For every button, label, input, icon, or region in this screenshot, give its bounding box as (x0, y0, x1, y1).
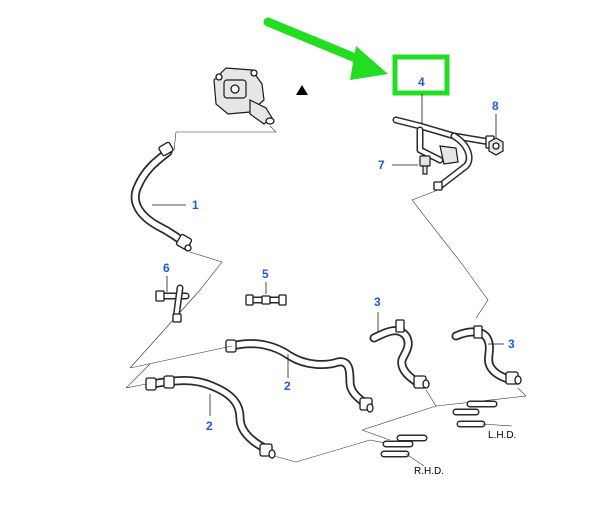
callout-7: 7 (378, 158, 385, 172)
callout-8: 8 (492, 99, 499, 113)
note-triangle-icon (296, 85, 308, 95)
highlight-arrow (263, 17, 388, 80)
hose-3-left (369, 319, 430, 389)
connector-line (361, 429, 391, 441)
connector-line (435, 387, 527, 407)
connector-line (129, 251, 223, 369)
part-7-bolt (419, 155, 431, 175)
part-8-nut (488, 137, 504, 156)
hose-3-right (451, 325, 522, 385)
callout-4: 4 (418, 75, 425, 89)
connector-line (173, 125, 277, 151)
hose-1 (130, 141, 193, 252)
rhd-fittings (380, 434, 428, 467)
callout-3a: 3 (374, 295, 381, 309)
highlight-box (392, 54, 450, 96)
connector-line (273, 439, 401, 463)
hose-2-upper (225, 339, 374, 413)
callout-2a: 2 (284, 379, 291, 393)
connector-line (125, 363, 151, 389)
callout-2b: 2 (206, 419, 213, 433)
hose-2-lower (145, 375, 276, 459)
connector-line (129, 345, 233, 369)
callout-1: 1 (192, 198, 199, 212)
callout-5: 5 (262, 267, 269, 281)
part-4-bypass-pipe (392, 116, 495, 191)
part-5-connector (245, 294, 287, 306)
connector-line (125, 383, 147, 389)
thermostat-housing (213, 67, 275, 125)
lhd-fittings (452, 400, 513, 428)
connector-line (411, 189, 489, 319)
callout-6: 6 (163, 261, 170, 275)
note-lhd: L.H.D. (488, 430, 516, 441)
callout-3b: 3 (508, 337, 515, 351)
part-6-tee-connector (155, 284, 190, 323)
note-rhd: R.H.D. (414, 466, 444, 477)
